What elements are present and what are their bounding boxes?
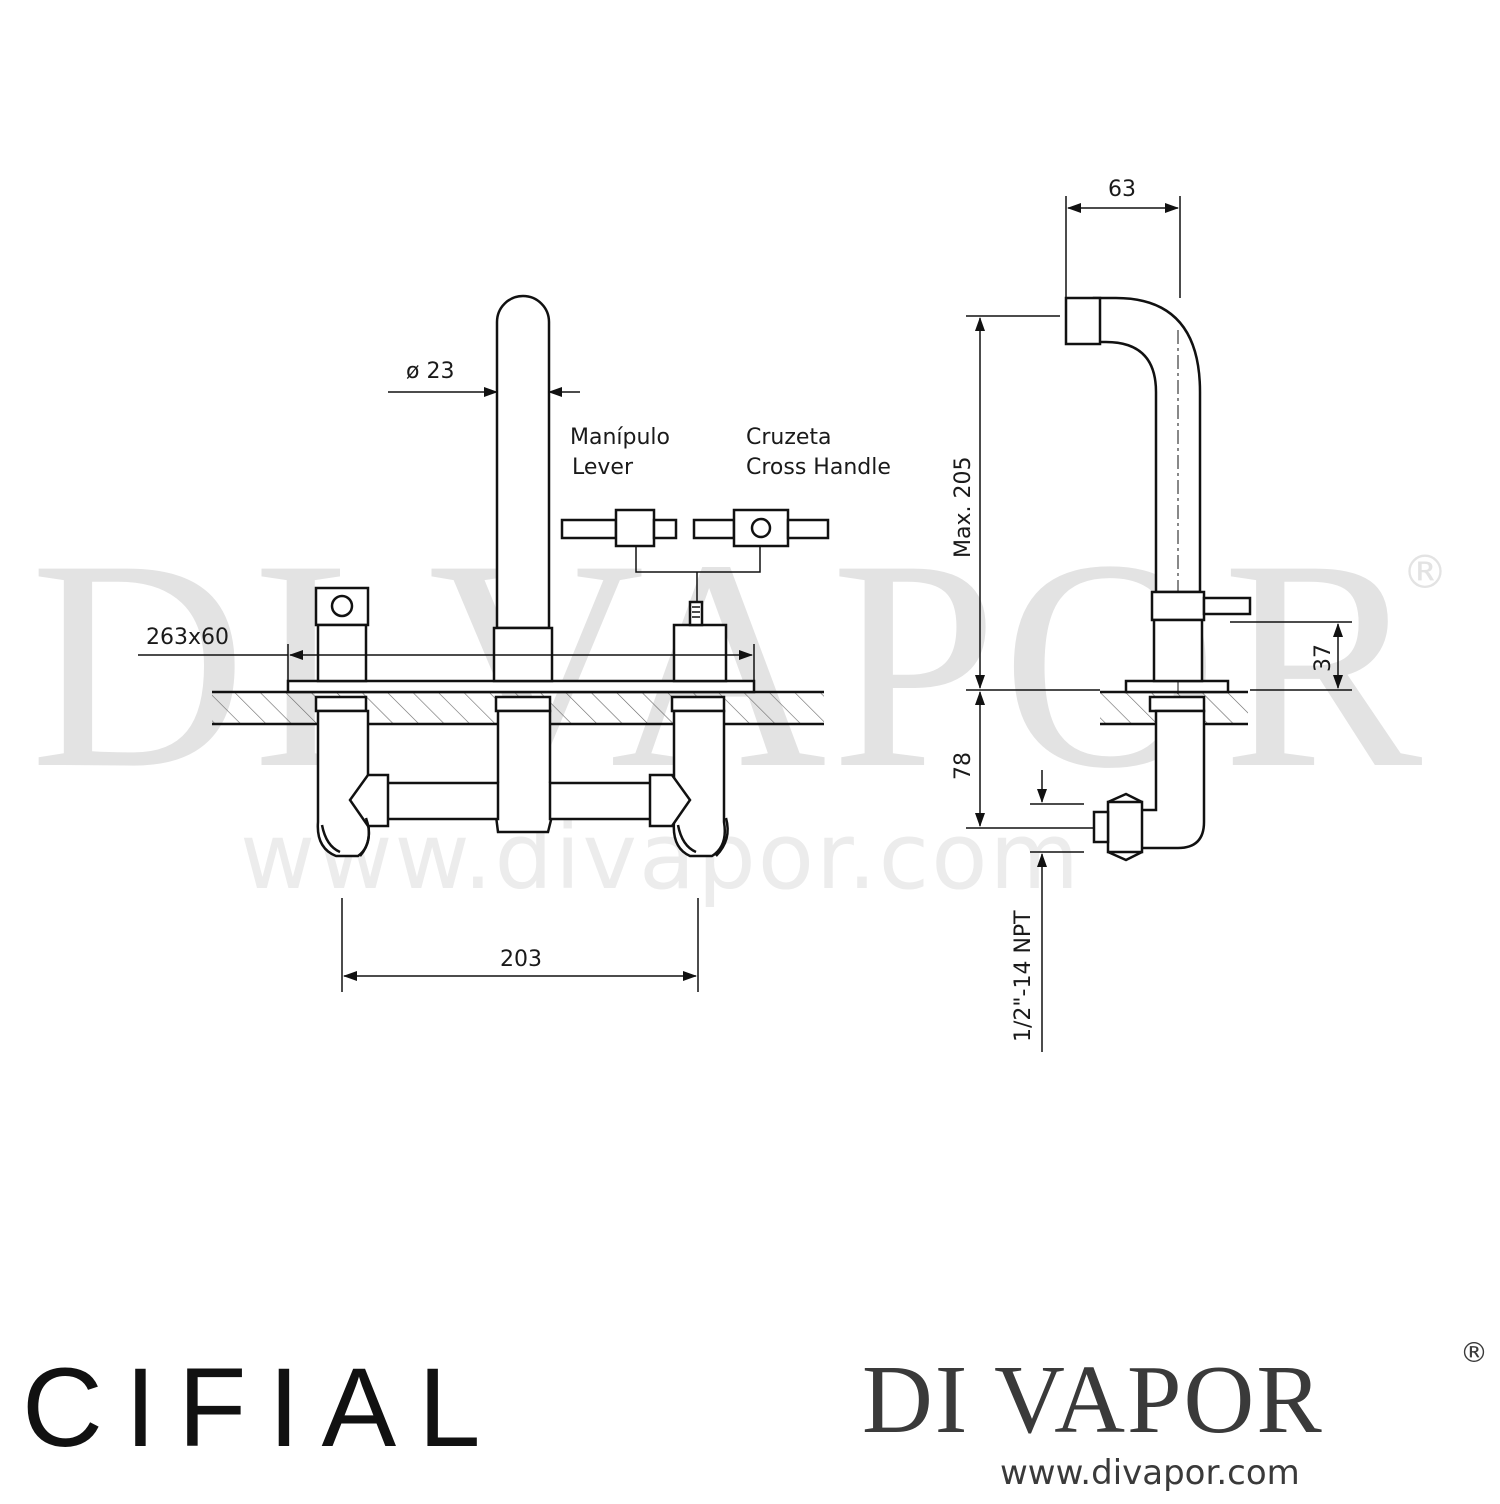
- cross-label-pt: Cruzeta: [746, 425, 832, 450]
- under-deck-assembly: [314, 695, 729, 858]
- side-view: 63 Max. 205 37 78 1/2"-14 NP: [951, 177, 1352, 1052]
- dim-connection: 1/2"-14 NPT: [1011, 770, 1084, 1052]
- side-spout: [1064, 296, 1202, 700]
- base-plate: [286, 679, 756, 694]
- left-valve: [314, 586, 370, 683]
- dim-below-deck: 78: [951, 691, 1094, 829]
- dim-handle-centers: 203: [341, 898, 699, 992]
- dim-spout-diameter: ø 23: [388, 359, 580, 397]
- divapor-registered: ®: [1460, 1336, 1488, 1369]
- divapor-logo: DI VAPOR: [862, 1346, 1324, 1454]
- divapor-url: www.divapor.com: [1000, 1453, 1300, 1493]
- dim-handle-centers-label: 203: [500, 947, 542, 972]
- dim-spout-diameter-label: ø 23: [406, 359, 454, 384]
- lever-handle-drawing: [560, 508, 678, 548]
- side-underdeck: [1092, 695, 1206, 862]
- dim-reach: 63: [1065, 177, 1181, 298]
- cross-handle-drawing: [692, 508, 830, 548]
- cross-label-en: Cross Handle: [746, 455, 891, 480]
- dim-handle-height-label: 37: [1311, 644, 1336, 672]
- dim-max-height-label: Max. 205: [951, 457, 976, 558]
- lever-label-pt: Manípulo: [570, 425, 670, 450]
- dim-plate-size: 263x60: [138, 625, 755, 681]
- dim-handle-height: 37: [1230, 621, 1352, 691]
- spout: [492, 294, 554, 683]
- handle-options: Manípulo Lever Cruzeta Cross Handle: [560, 425, 891, 602]
- dim-plate-size-label: 263x60: [146, 625, 229, 650]
- dim-reach-label: 63: [1108, 177, 1136, 202]
- side-body: [1150, 590, 1252, 683]
- watermark-brand: DI VAPOR: [30, 498, 1426, 830]
- watermark-registered: ®: [1402, 545, 1448, 599]
- dim-connection-label: 1/2"-14 NPT: [1011, 910, 1036, 1042]
- dim-below-deck-label: 78: [951, 752, 976, 780]
- footer: CIFIAL DI VAPOR ® www.divapor.com: [22, 1336, 1488, 1493]
- dim-max-height: Max. 205: [951, 315, 1100, 691]
- cifial-logo: CIFIAL: [22, 1345, 503, 1470]
- lever-label-en: Lever: [572, 455, 634, 480]
- front-view: ø 23 263x60 203: [138, 294, 824, 992]
